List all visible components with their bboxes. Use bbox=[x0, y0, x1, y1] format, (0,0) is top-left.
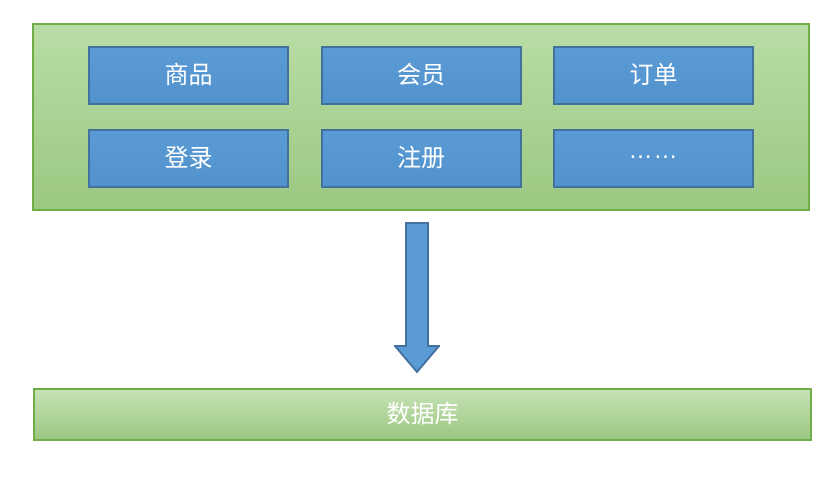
database-label: 数据库 bbox=[386, 400, 459, 428]
module-box-members: 会员 bbox=[320, 46, 522, 105]
database-bar: 数据库 bbox=[33, 388, 812, 441]
module-box-more: …… bbox=[553, 129, 754, 188]
module-box-login: 登录 bbox=[88, 129, 289, 188]
application-layer-panel: 商品 会员 订单 登录 注册 …… bbox=[32, 23, 810, 211]
module-label: …… bbox=[628, 136, 679, 164]
module-label: 会员 bbox=[397, 61, 445, 89]
module-label: 注册 bbox=[397, 144, 445, 172]
down-arrow-shape bbox=[394, 222, 440, 374]
module-label: 商品 bbox=[164, 61, 213, 89]
module-box-orders: 订单 bbox=[553, 46, 754, 105]
module-box-register: 注册 bbox=[320, 129, 522, 188]
module-label: 登录 bbox=[164, 144, 213, 172]
down-arrow-icon bbox=[394, 222, 440, 374]
module-label: 订单 bbox=[629, 61, 678, 89]
module-box-products: 商品 bbox=[88, 46, 289, 105]
